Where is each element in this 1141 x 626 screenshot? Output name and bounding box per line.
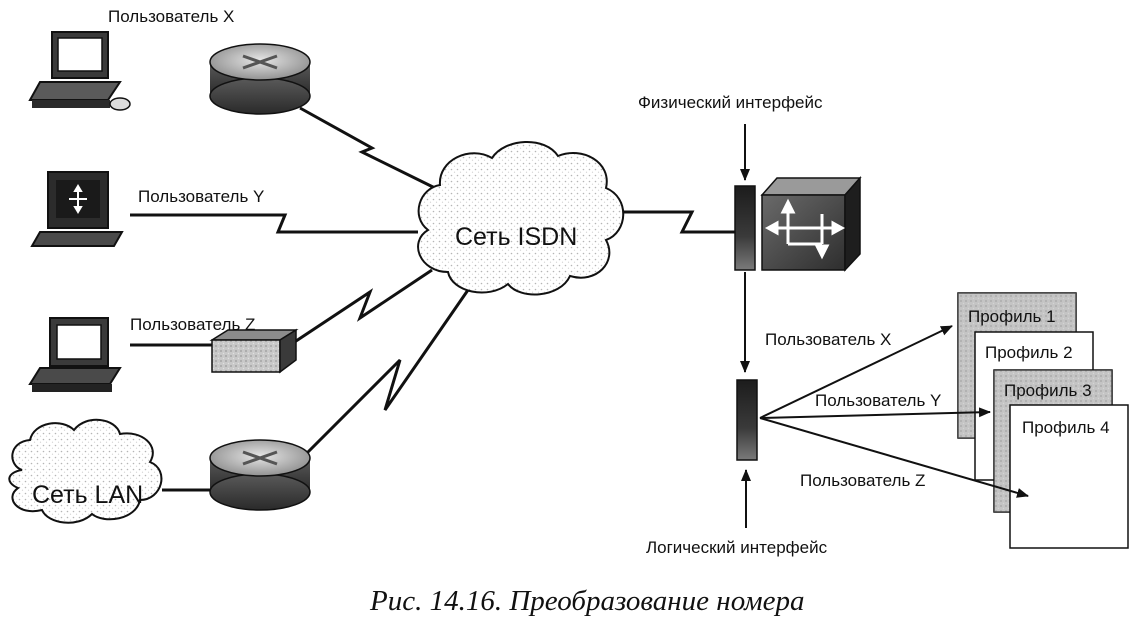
logical-interface-port [736,379,758,461]
user-x-router-icon [209,43,311,115]
mapping-arrow-user-y [759,407,991,419]
isdn-switch-icon [760,176,862,272]
profile-1-label: Профиль 1 [968,307,1056,326]
user-y-label: Пользователь Y [138,187,264,206]
profile-4-label: Профиль 4 [1022,418,1110,437]
profile-stack: Профиль 1 Профиль 2 Профиль 3 Профиль 4 [957,292,1129,549]
mapping-user-z-label: Пользователь Z [800,471,925,490]
link-user-z-isdn [289,268,433,347]
logical-interface-label: Логический интерфейс [646,538,828,557]
lan-cloud-label: Сеть LAN [32,481,143,509]
user-x-label: Пользователь X [108,7,234,26]
link-lan-router-isdn [293,289,470,467]
router-symbol-icon [69,184,87,214]
link-user-y-isdn [130,213,418,234]
user-y-terminal [30,171,124,247]
mapping-arrow-user-x [759,325,953,419]
isdn-cloud: Сеть ISDN [417,141,625,296]
user-z-modem-icon [209,328,299,374]
links [130,106,740,492]
lan-router-icon [209,439,311,511]
physical-interface-port [734,185,756,271]
isdn-cloud-label: Сеть ISDN [455,223,577,251]
user-x-computer [28,31,131,111]
mapping-user-x-label: Пользователь X [765,330,891,349]
mapping-user-y-label: Пользователь Y [815,391,941,410]
link-isdn-switch [608,210,740,234]
physical-interface-label: Физический интерфейс [638,93,823,112]
profile-2-label: Профиль 2 [985,343,1073,362]
user-z-computer [28,317,122,392]
link-user-x-isdn [299,106,436,190]
profile-3-label: Профиль 3 [1004,381,1092,400]
profile-4-card: Профиль 4 [1009,404,1129,549]
lan-cloud: Сеть LAN [8,418,163,524]
mapping-arrow-user-z [759,417,1029,498]
user-z-label: Пользователь Z [130,315,255,334]
mapping-arrows [759,325,1029,498]
figure-caption: Рис. 14.16. Преобразование номера [369,585,804,617]
